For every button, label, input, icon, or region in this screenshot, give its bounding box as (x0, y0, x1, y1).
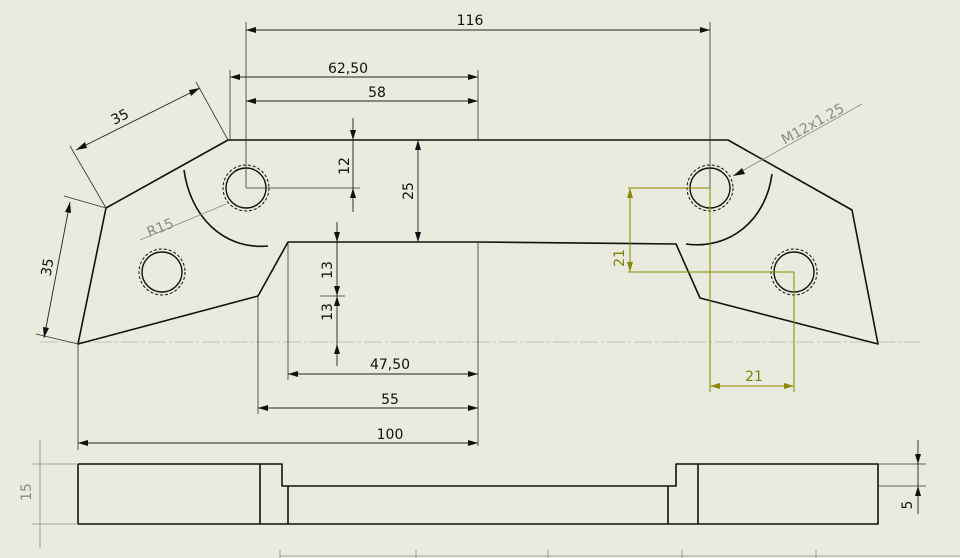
dim-13-lower: 13 (320, 303, 336, 321)
dimension-lines (35, 22, 863, 450)
dim-58: 58 (368, 85, 386, 101)
lower-left-hole-thread (138, 248, 186, 296)
dimension-labels: 116 62,50 58 35 35 R15 12 25 13 13 47,50… (19, 13, 916, 509)
dim-r15: R15 (145, 216, 177, 241)
dim-47-50: 47,50 (370, 357, 410, 373)
front-view-outline (77, 463, 879, 525)
dim-13-upper: 13 (320, 261, 336, 279)
dim-25: 25 (401, 182, 417, 200)
lower-left-hole (141, 251, 183, 293)
dim-116: 116 (457, 13, 484, 29)
dim-35-top: 35 (109, 106, 132, 128)
top-view (40, 139, 920, 345)
reference-dimensions (627, 187, 795, 392)
dim-100: 100 (377, 427, 404, 443)
dim-12: 12 (337, 157, 353, 175)
dim-15: 15 (19, 483, 35, 501)
dim-5: 5 (900, 501, 916, 510)
thread-callout: M12x1.25 (779, 101, 847, 149)
dim-21-vertical: 21 (612, 249, 628, 267)
part-outline (77, 139, 879, 345)
dim-55: 55 (381, 392, 399, 408)
left-relief-arc (183, 169, 269, 248)
title-block-edge (279, 550, 960, 558)
dim-35-side: 35 (39, 257, 58, 277)
dim-62-50: 62,50 (328, 61, 368, 77)
front-view (32, 440, 926, 548)
dim-21-horizontal: 21 (745, 369, 763, 385)
right-relief-arc (685, 173, 773, 246)
